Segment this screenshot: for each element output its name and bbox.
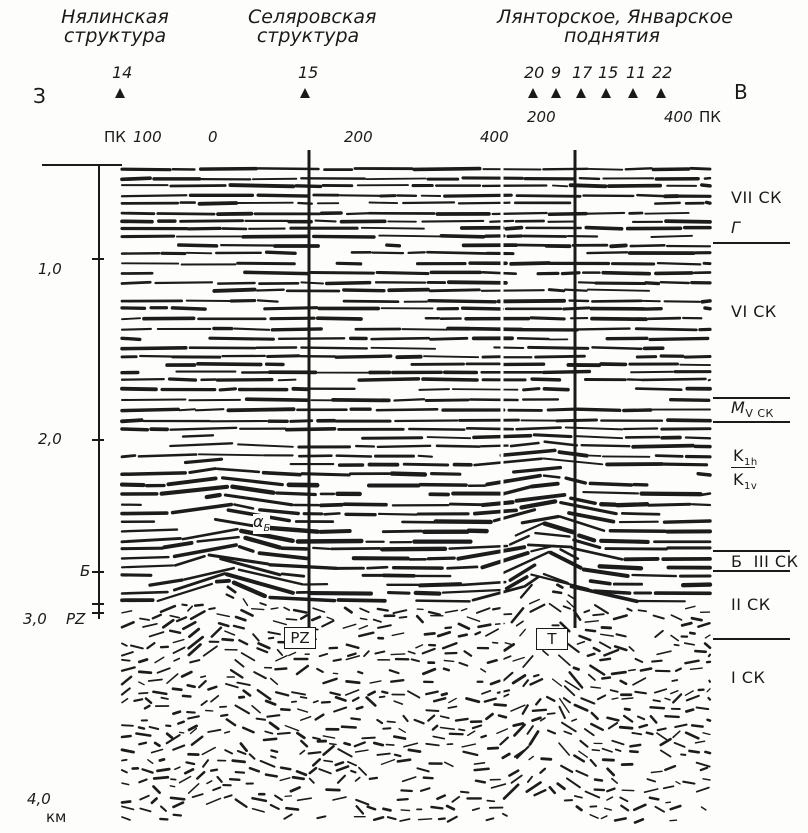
well-label-22: 22 (652, 63, 673, 82)
time-label-b: Б (80, 562, 91, 580)
label-k1h: K1h (733, 448, 758, 468)
well-marker-17 (576, 88, 586, 98)
well-label-15a: 15 (298, 63, 319, 82)
direction-east: В (734, 80, 748, 104)
time-tick-b (92, 571, 104, 573)
time-tick-1 (92, 258, 104, 260)
label-k1v-k: K (733, 470, 744, 489)
label-k1h-k: K (733, 446, 744, 465)
time-axis-line (98, 164, 100, 619)
divider-k1 (731, 467, 755, 469)
top-datum-line (42, 164, 122, 166)
well-marker-15b (601, 88, 611, 98)
divider-b-top (713, 550, 790, 552)
divider-m-bottom (713, 421, 790, 423)
well-marker-14 (115, 88, 125, 98)
divider-b-bottom (713, 570, 790, 572)
label-g: Г (731, 218, 741, 237)
pk-tick-0: 0 (208, 128, 218, 146)
alpha-b-label: αБ (253, 512, 271, 535)
time-label-3: 3,0 (23, 610, 47, 628)
divider-pz (713, 638, 790, 640)
well-marker-20 (528, 88, 538, 98)
well-marker-15a (300, 88, 310, 98)
pk-label-right: ПК (699, 108, 721, 126)
time-axis-unit: км (46, 808, 67, 826)
pk-tick-200: 200 (344, 128, 373, 146)
time-label-2: 2,0 (38, 430, 62, 448)
well-label-9: 9 (551, 63, 562, 82)
time-tick-3 (92, 603, 104, 605)
label-ii-sk: II СК (731, 595, 771, 614)
label-m-sub: V СК (745, 407, 774, 421)
label-i-sk: I СК (731, 668, 766, 687)
well-marker-9 (551, 88, 561, 98)
well-label-14: 14 (112, 63, 133, 82)
label-vii-sk: VII СК (731, 188, 782, 207)
pk-tick-200-right: 200 (527, 108, 556, 126)
structure-lyantorskoe: Лянторское, Январское поднятия (497, 6, 733, 47)
divider-m-top (713, 397, 790, 399)
label-m: M (731, 398, 746, 417)
label-k1v: K1v (733, 472, 757, 492)
time-tick-pz (92, 612, 104, 614)
label-k1h-sub: 1h (744, 457, 758, 469)
well-label-15b: 15 (598, 63, 619, 82)
time-label-pz: PZ (66, 610, 86, 628)
well-label-17: 17 (572, 63, 593, 82)
pk-tick-400: 400 (480, 128, 509, 146)
pk-tick-400-right: 400 (664, 108, 693, 126)
well-label-11: 11 (626, 63, 647, 82)
box-t: T (536, 628, 568, 650)
alpha-b-sub: Б (263, 523, 271, 535)
time-label-4: 4,0 (27, 790, 51, 808)
structure-selyarovskaya: Селяровская структура (248, 6, 377, 47)
time-label-1: 1,0 (38, 260, 62, 278)
well-label-20: 20 (524, 63, 545, 82)
well-marker-22 (656, 88, 666, 98)
label-b-iii-sk: Б III СК (731, 552, 799, 571)
box-pz: PZ (284, 627, 316, 649)
direction-west: З (33, 84, 46, 108)
structure-nyalinskaya: Нялинская структура (61, 6, 169, 47)
label-m-v-sk: MV СК (731, 398, 774, 421)
label-k1v-sub: 1v (744, 481, 758, 493)
alpha-b-symbol: α (253, 512, 264, 531)
divider-g (713, 242, 790, 244)
time-tick-2 (92, 439, 104, 441)
label-vi-sk: VI СК (731, 302, 777, 321)
pk-tick-100: 100 (133, 128, 162, 146)
well-marker-11 (628, 88, 638, 98)
pk-label-left: ПК (104, 128, 126, 146)
